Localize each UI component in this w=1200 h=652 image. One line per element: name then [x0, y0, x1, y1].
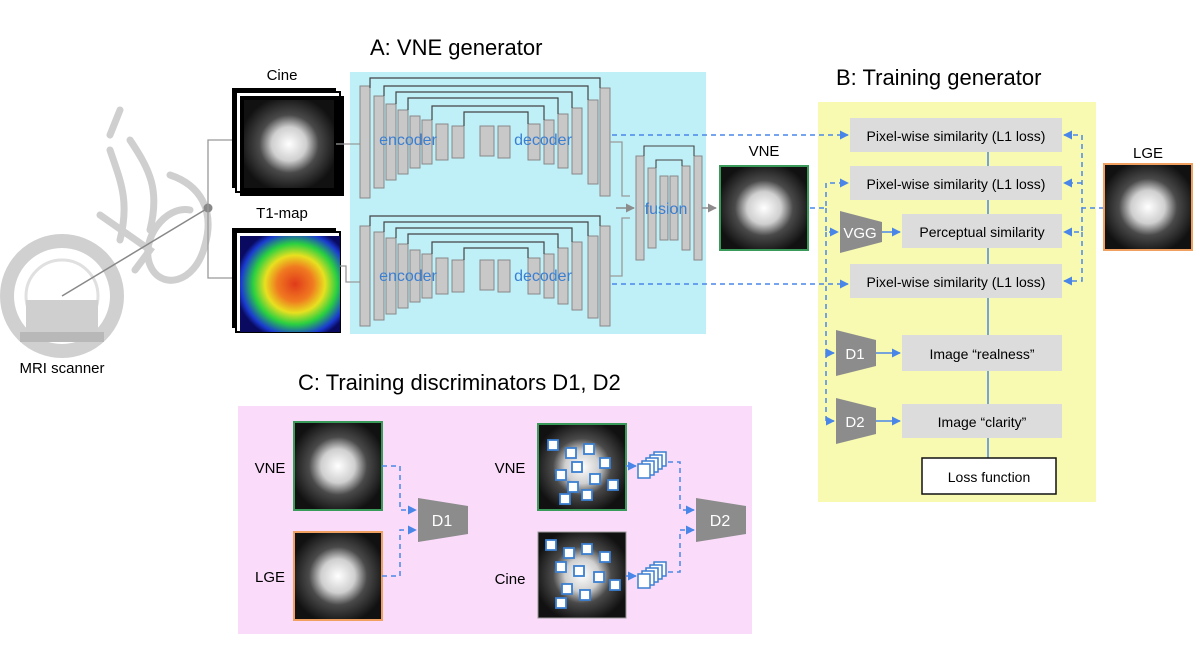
- scanner-link-line: [61, 207, 209, 297]
- cine-patch-stack: [637, 561, 667, 589]
- lge-input-label: LGE: [1133, 145, 1163, 162]
- box-pixel-similarity-3-text: Pixel-wise similarity (L1 loss): [867, 274, 1046, 290]
- mri-scanner-icon: [0, 234, 124, 358]
- box-realness: [902, 335, 1062, 371]
- heart-anatomy-icon: [96, 106, 212, 284]
- box-perceptual-similarity: [902, 214, 1062, 248]
- unet-bottom-encoder-label: encoder: [379, 268, 437, 285]
- box-clarity-text: Image “clarity”: [938, 414, 1027, 430]
- box-clarity: [902, 404, 1062, 438]
- cine-patches: [545, 539, 621, 609]
- scanner-label: MRI scanner: [19, 360, 104, 377]
- box-pixel-similarity-1: [850, 118, 1062, 152]
- d1-label-c: D1: [432, 513, 453, 530]
- d1-input-arrows: [382, 465, 417, 577]
- box-pixel-similarity-1-text: Pixel-wise similarity (L1 loss): [867, 128, 1046, 144]
- t1-map-image: [240, 236, 340, 332]
- t1-map-image-stack: [232, 228, 341, 333]
- c-lge-label: LGE: [255, 569, 285, 586]
- d2-network-b: [836, 398, 876, 444]
- unet-bottom: [359, 215, 611, 327]
- fusion-network: [635, 145, 703, 261]
- t1-map-label: T1-map: [256, 205, 308, 222]
- d1-network-c: [418, 498, 468, 542]
- panel-b-title: B: Training generator: [836, 65, 1041, 90]
- box-pixel-similarity-2: [850, 166, 1062, 200]
- box-realness-text: Image “realness”: [929, 346, 1034, 362]
- vne-output-label: VNE: [749, 143, 780, 160]
- cine-image-stack: [232, 88, 344, 196]
- fusion-label: fusion: [645, 201, 688, 218]
- lge-to-loss-arrows: [1063, 130, 1104, 286]
- c-cine-label: Cine: [495, 571, 526, 588]
- c-vne-image-left: [293, 421, 383, 511]
- vne-patches: [547, 439, 619, 505]
- cine-label: Cine: [267, 67, 298, 84]
- c-vne-label-right: VNE: [495, 460, 526, 477]
- vne-patch-stack: [637, 451, 667, 479]
- panel-c-title: C: Training discriminators D1, D2: [298, 370, 621, 395]
- patch-arrows: [626, 461, 695, 581]
- d1-network-b: [836, 330, 876, 376]
- box-pixel-similarity-2-text: Pixel-wise similarity (L1 loss): [867, 176, 1046, 192]
- d2-network-c: [696, 498, 746, 542]
- panel-b-background: [818, 102, 1096, 502]
- d2-label-c: D2: [710, 513, 731, 530]
- unet-top-encoder-label: encoder: [379, 132, 437, 149]
- box-perceptual-similarity-text: Perceptual similarity: [919, 224, 1044, 240]
- d1-label-b: D1: [845, 346, 864, 363]
- d2-label-b: D2: [845, 414, 864, 431]
- box-loss-function: [921, 457, 1057, 495]
- lge-input-image: [1103, 163, 1193, 251]
- vne-output-image: [719, 165, 809, 251]
- unet-bottom-decoder-label: decoder: [514, 268, 572, 285]
- vgg-label: VGG: [843, 225, 876, 242]
- vgg-network: [840, 211, 882, 253]
- c-vne-label-left: VNE: [255, 460, 286, 477]
- box-loss-function-text: Loss function: [948, 469, 1031, 485]
- cine-image: [244, 100, 334, 188]
- panel-a-title: A: VNE generator: [370, 35, 542, 60]
- generator-to-loss-arrows: [612, 130, 849, 426]
- unet-top: [359, 77, 611, 199]
- box-pixel-similarity-3: [850, 264, 1062, 298]
- c-lge-image: [293, 531, 383, 621]
- unet-top-decoder-label: decoder: [514, 132, 572, 149]
